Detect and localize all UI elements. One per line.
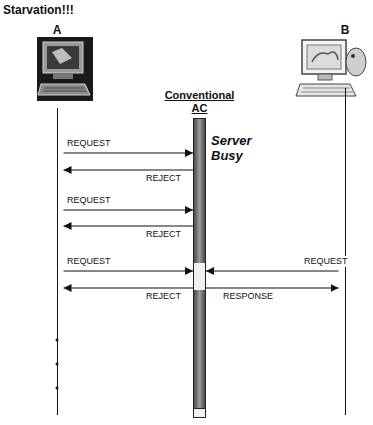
lifeline bbox=[57, 108, 58, 415]
bar-end-cap bbox=[194, 408, 205, 417]
component-heading: Conventional AC bbox=[157, 89, 243, 115]
state-note: Server Busy bbox=[211, 133, 263, 163]
message-arrow bbox=[64, 169, 194, 170]
message-arrow bbox=[64, 152, 194, 153]
message-label: REJECT bbox=[145, 229, 182, 240]
host-name: A bbox=[53, 23, 62, 37]
message-arrow bbox=[64, 225, 194, 226]
message-label: REQUEST bbox=[66, 256, 112, 267]
lifeline-b: B bbox=[339, 20, 352, 415]
message-arrow bbox=[64, 287, 194, 288]
message-label: REQUEST bbox=[66, 138, 112, 149]
diagram-title: Starvation!!! bbox=[3, 3, 74, 17]
message-arrow bbox=[64, 270, 194, 271]
message-label: REJECT bbox=[145, 291, 182, 302]
message-arrow bbox=[64, 209, 194, 210]
message-arrow bbox=[206, 287, 339, 288]
message-label: REQUEST bbox=[66, 195, 112, 206]
lifeline bbox=[345, 88, 346, 415]
computer-icon-b bbox=[296, 40, 366, 96]
host-name: B bbox=[341, 23, 350, 37]
idle-segment bbox=[194, 263, 205, 290]
message-label: RESPONSE bbox=[222, 291, 274, 302]
message-label: REQUEST bbox=[303, 256, 349, 267]
admission-controller-bar: Conventional AC bbox=[193, 118, 206, 418]
message-label: REJECT bbox=[145, 173, 182, 184]
message-arrow bbox=[206, 270, 339, 271]
computer-icon-a bbox=[37, 37, 93, 101]
lifeline-a: A bbox=[51, 20, 64, 415]
